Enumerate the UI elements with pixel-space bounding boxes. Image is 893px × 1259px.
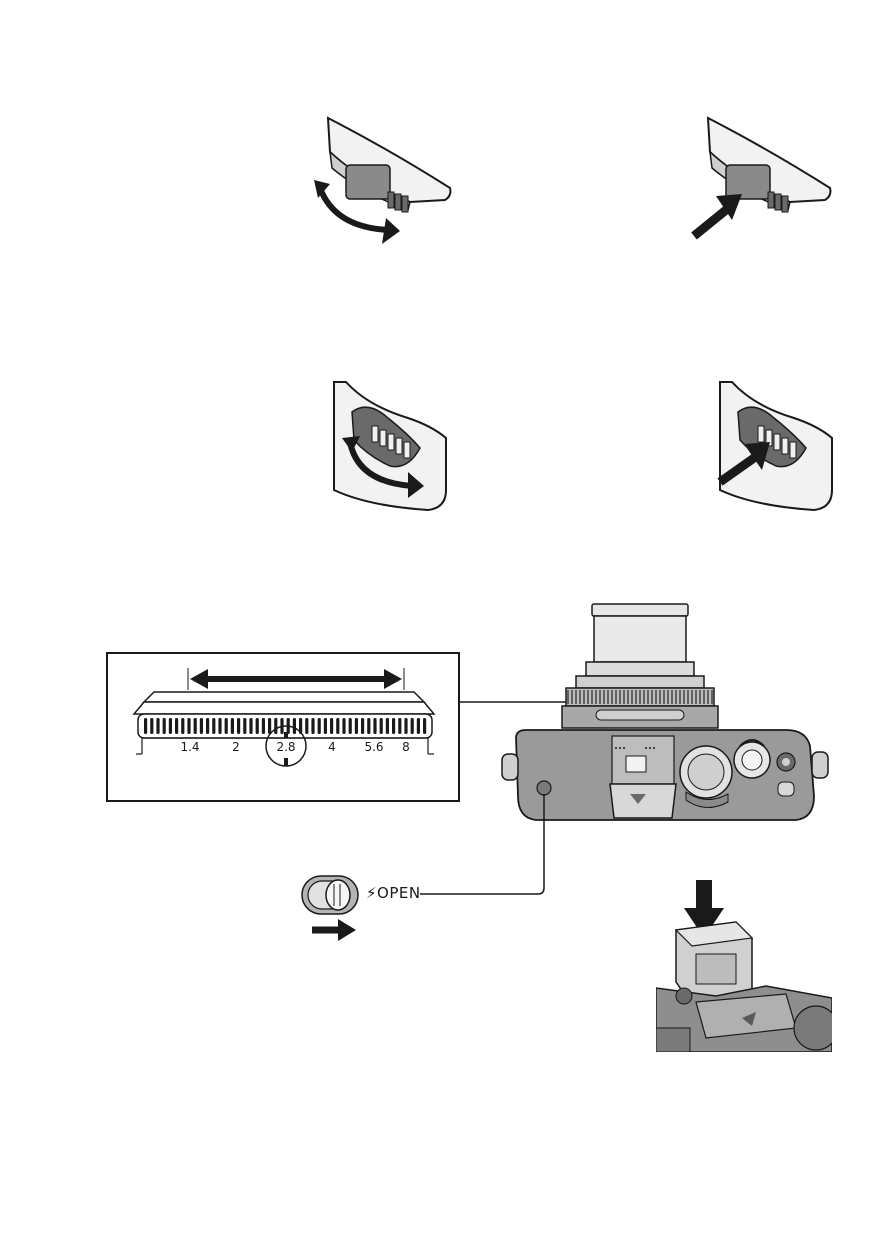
- knurl-ridge: [318, 718, 321, 734]
- knurl-ridge: [156, 718, 159, 734]
- flash-push-down-illustration: [656, 878, 832, 1052]
- knurl-ridge: [380, 718, 383, 734]
- knurl-ridge: [311, 718, 314, 734]
- knurl-ridge: [361, 718, 364, 734]
- aperture-ring-callout: 1.4 2 2.8 4 5.6 8: [106, 652, 460, 802]
- flash-open-label: ⚡︎OPEN: [366, 884, 421, 902]
- knurl-ridge: [169, 718, 172, 734]
- knurl-ridge: [423, 718, 426, 734]
- knurl-ridge: [355, 718, 358, 734]
- knurl-ridge: [330, 718, 333, 734]
- front-dial-rotate-illustration: [328, 378, 450, 513]
- knurl-ridge: [256, 718, 259, 734]
- right-arrow-icon: [312, 919, 356, 941]
- knurl-ridge: [175, 718, 178, 734]
- knurl-ridge: [218, 718, 221, 734]
- flash-open-text: OPEN: [377, 884, 421, 902]
- knurl-ridge: [206, 718, 209, 734]
- flash-leader-line: [420, 790, 550, 900]
- knurl-ridge: [163, 718, 166, 734]
- knurl-ridge: [181, 718, 184, 734]
- knurl-ridge: [404, 718, 407, 734]
- aperture-mark-2-8: 2.8: [276, 740, 295, 754]
- aperture-mark-4: 4: [328, 740, 336, 754]
- knurl-ridge: [411, 718, 414, 734]
- knurl-ridge: [398, 718, 401, 734]
- range-double-arrow-icon: [188, 668, 404, 690]
- knurl-ridge: [262, 718, 265, 734]
- knurl-ridge: [293, 718, 296, 734]
- knurl-ridge: [187, 718, 190, 734]
- knurl-ridge: [225, 718, 228, 734]
- knurl-ridge: [342, 718, 345, 734]
- knurl-ridge: [268, 718, 271, 734]
- aperture-mark-8: 8: [402, 740, 410, 754]
- flash-switch-illustration: [300, 872, 364, 944]
- knurl-ridge: [349, 718, 352, 734]
- lightning-bolt-icon: ⚡︎: [366, 884, 377, 902]
- press-arrow-icon: [694, 194, 742, 236]
- knurl-ridge: [194, 718, 197, 734]
- knurl-ridge: [237, 718, 240, 734]
- knurl-ridge: [274, 718, 277, 734]
- aperture-mark-1-4: 1.4: [180, 740, 199, 754]
- knurl-ridge: [305, 718, 308, 734]
- knurl-ridge: [367, 718, 370, 734]
- knurl-ridge: [200, 718, 203, 734]
- index-mark: [284, 758, 288, 766]
- front-dial-press-illustration: [714, 378, 836, 513]
- aperture-ring-illustration: 1.4 2 2.8 4 5.6 8: [108, 654, 458, 800]
- aperture-mark-2: 2: [232, 740, 240, 754]
- knurl-ridge: [392, 718, 395, 734]
- knurl-ridge: [249, 718, 252, 734]
- knurl-ridge: [324, 718, 327, 734]
- knurl-ridge: [212, 718, 215, 734]
- aperture-mark-5-6: 5.6: [364, 740, 383, 754]
- knurl-ridge: [231, 718, 234, 734]
- knurl-ridge: [144, 718, 147, 734]
- knurl-ridge: [336, 718, 339, 734]
- knurl-ridge: [243, 718, 246, 734]
- rear-dial-press-illustration: [680, 110, 840, 250]
- knurl-ridge: [386, 718, 389, 734]
- rear-dial-rotate-illustration: [300, 110, 460, 255]
- knurl-ridge: [150, 718, 153, 734]
- knurl-ridge: [373, 718, 376, 734]
- knurl-ridge: [417, 718, 420, 734]
